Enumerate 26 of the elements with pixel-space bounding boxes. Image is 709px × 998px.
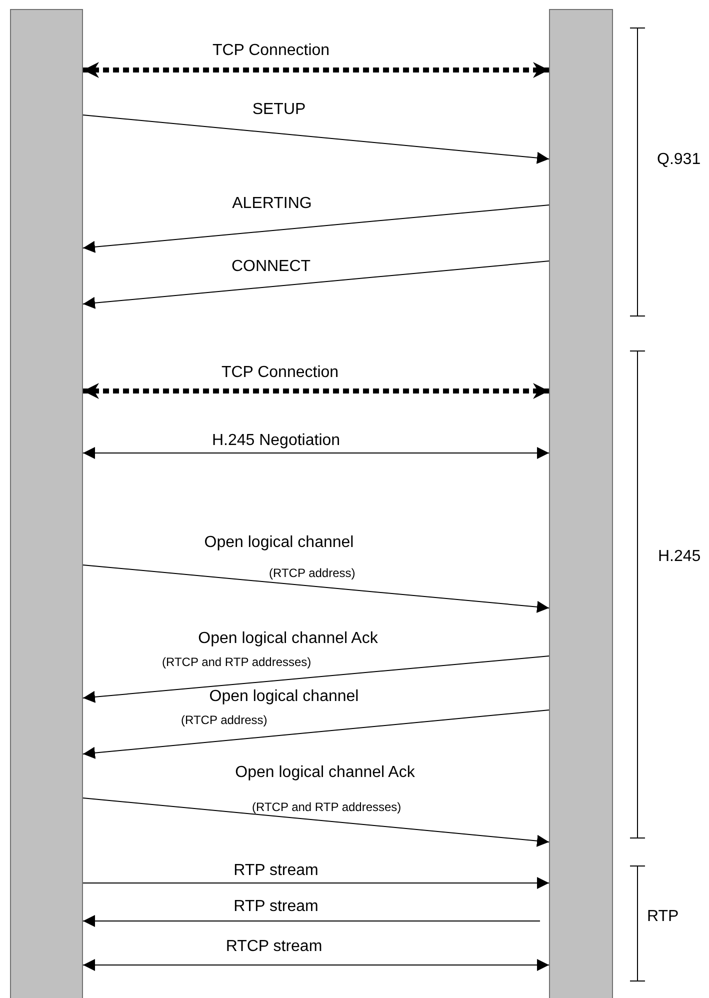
arrow <box>82 564 550 613</box>
lifeline-bar <box>549 9 613 998</box>
arrow <box>82 260 550 309</box>
phase-label: RTP <box>647 908 679 926</box>
arrow <box>82 447 550 459</box>
dashed-arrow <box>83 383 549 399</box>
phase-label: H.245 <box>658 548 701 566</box>
arrow <box>82 656 550 703</box>
edge-label: Open logical channel <box>207 688 361 706</box>
note-text: (RTCP address) <box>269 566 356 580</box>
edge-label: Open logical channel Ack <box>196 630 380 648</box>
arrow <box>82 710 550 759</box>
arrow <box>82 798 550 847</box>
arrow <box>82 877 550 889</box>
phase-label: Q.931 <box>657 151 701 169</box>
lifeline-bar <box>10 9 83 998</box>
note-text: (RTCP address) <box>181 713 268 727</box>
arrow <box>82 114 550 164</box>
arrow <box>82 959 550 971</box>
edge-label: Open logical channel Ack <box>233 764 417 782</box>
arrow <box>82 915 540 927</box>
edge-label: Open logical channel <box>202 534 356 552</box>
dashed-arrow <box>83 62 549 78</box>
arrow <box>82 204 550 253</box>
note-text: (RTCP and RTP addresses) <box>252 800 402 814</box>
note-text: (RTCP and RTP addresses) <box>162 655 312 669</box>
